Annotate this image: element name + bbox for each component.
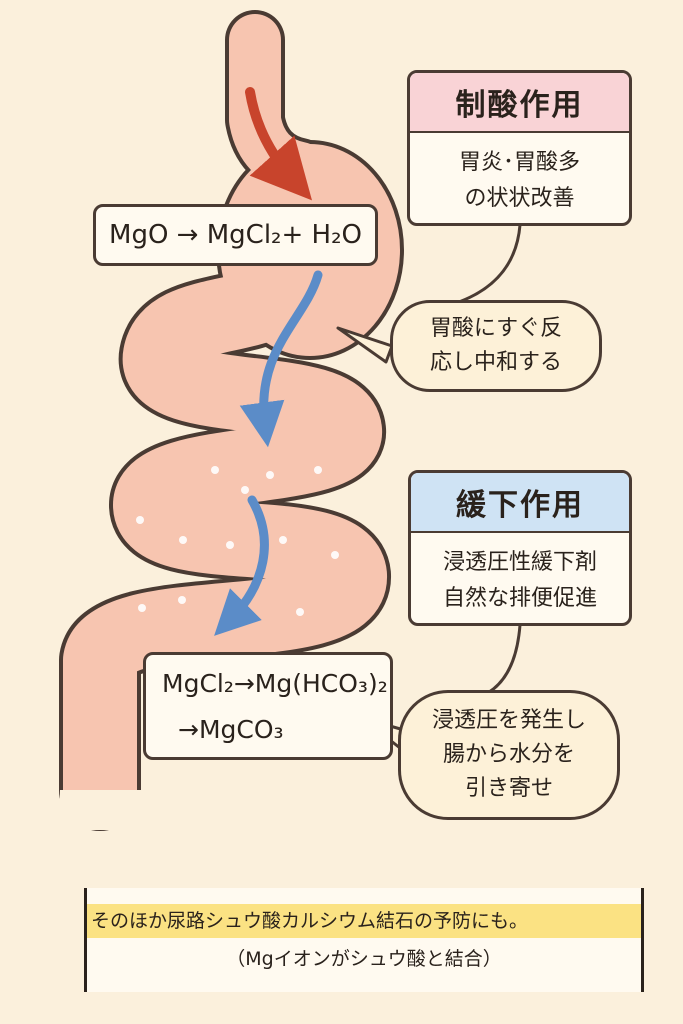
flow-arrow-upper (239, 270, 323, 448)
connector-lines (449, 224, 522, 702)
antacid-line1: 胃炎･胃酸多 (458, 150, 580, 175)
antacid-bubble: 胃酸にすぐ反 応し中和する (390, 300, 602, 392)
laxative-title: 緩下作用 (411, 473, 629, 533)
bubble-tail-upper (336, 326, 394, 364)
antacid-card: 制酸作用 胃炎･胃酸多 の状状改善 (407, 70, 632, 226)
laxative-bubble-line1: 浸透圧を発生し (431, 708, 586, 733)
equation-box-top: MgO → MgCl₂+ H₂O (93, 204, 378, 266)
footnote-line1: そのほか尿路シュウ酸カルシウム結石の予防にも。 (87, 904, 641, 938)
laxative-bubble-line3: 引き寄せ (464, 776, 553, 801)
footnote-box: そのほか尿路シュウ酸カルシウム結石の予防にも。 （Mgイオンがシュウ酸と結合） (84, 888, 644, 992)
esophagus (229, 14, 326, 194)
footnote-line2: （Mgイオンがシュウ酸と結合） (226, 948, 502, 970)
laxative-line2: 自然な排便促進 (442, 586, 597, 611)
laxative-connector (469, 624, 522, 702)
laxative-bubble: 浸透圧を発生し 腸から水分を 引き寄せ (398, 690, 620, 820)
equation-bottom-line2: →MgCO₃ (178, 715, 284, 744)
antacid-bubble-line1: 胃酸にすぐ反 (429, 316, 563, 341)
antacid-line2: の状状改善 (464, 186, 575, 211)
entry-arrow (245, 87, 312, 201)
laxative-card: 緩下作用 浸透圧性緩下剤 自然な排便促進 (408, 470, 632, 626)
laxative-bubble-line2: 腸から水分を (442, 742, 575, 767)
particles (136, 466, 339, 616)
equation-box-bottom: MgCl₂→Mg(HCO₃)₂ →MgCO₃ (143, 652, 393, 760)
antacid-connector (449, 224, 522, 307)
laxative-line1: 浸透圧性緩下剤 (442, 550, 597, 575)
flow-arrow-lower (214, 495, 269, 636)
equation-top-text: MgO → MgCl₂+ H₂O (109, 220, 362, 250)
intestine (63, 231, 387, 827)
antacid-title: 制酸作用 (410, 73, 629, 133)
antacid-bubble-line2: 応し中和する (429, 350, 562, 375)
equation-bottom-line1: MgCl₂→Mg(HCO₃)₂ (162, 669, 388, 698)
